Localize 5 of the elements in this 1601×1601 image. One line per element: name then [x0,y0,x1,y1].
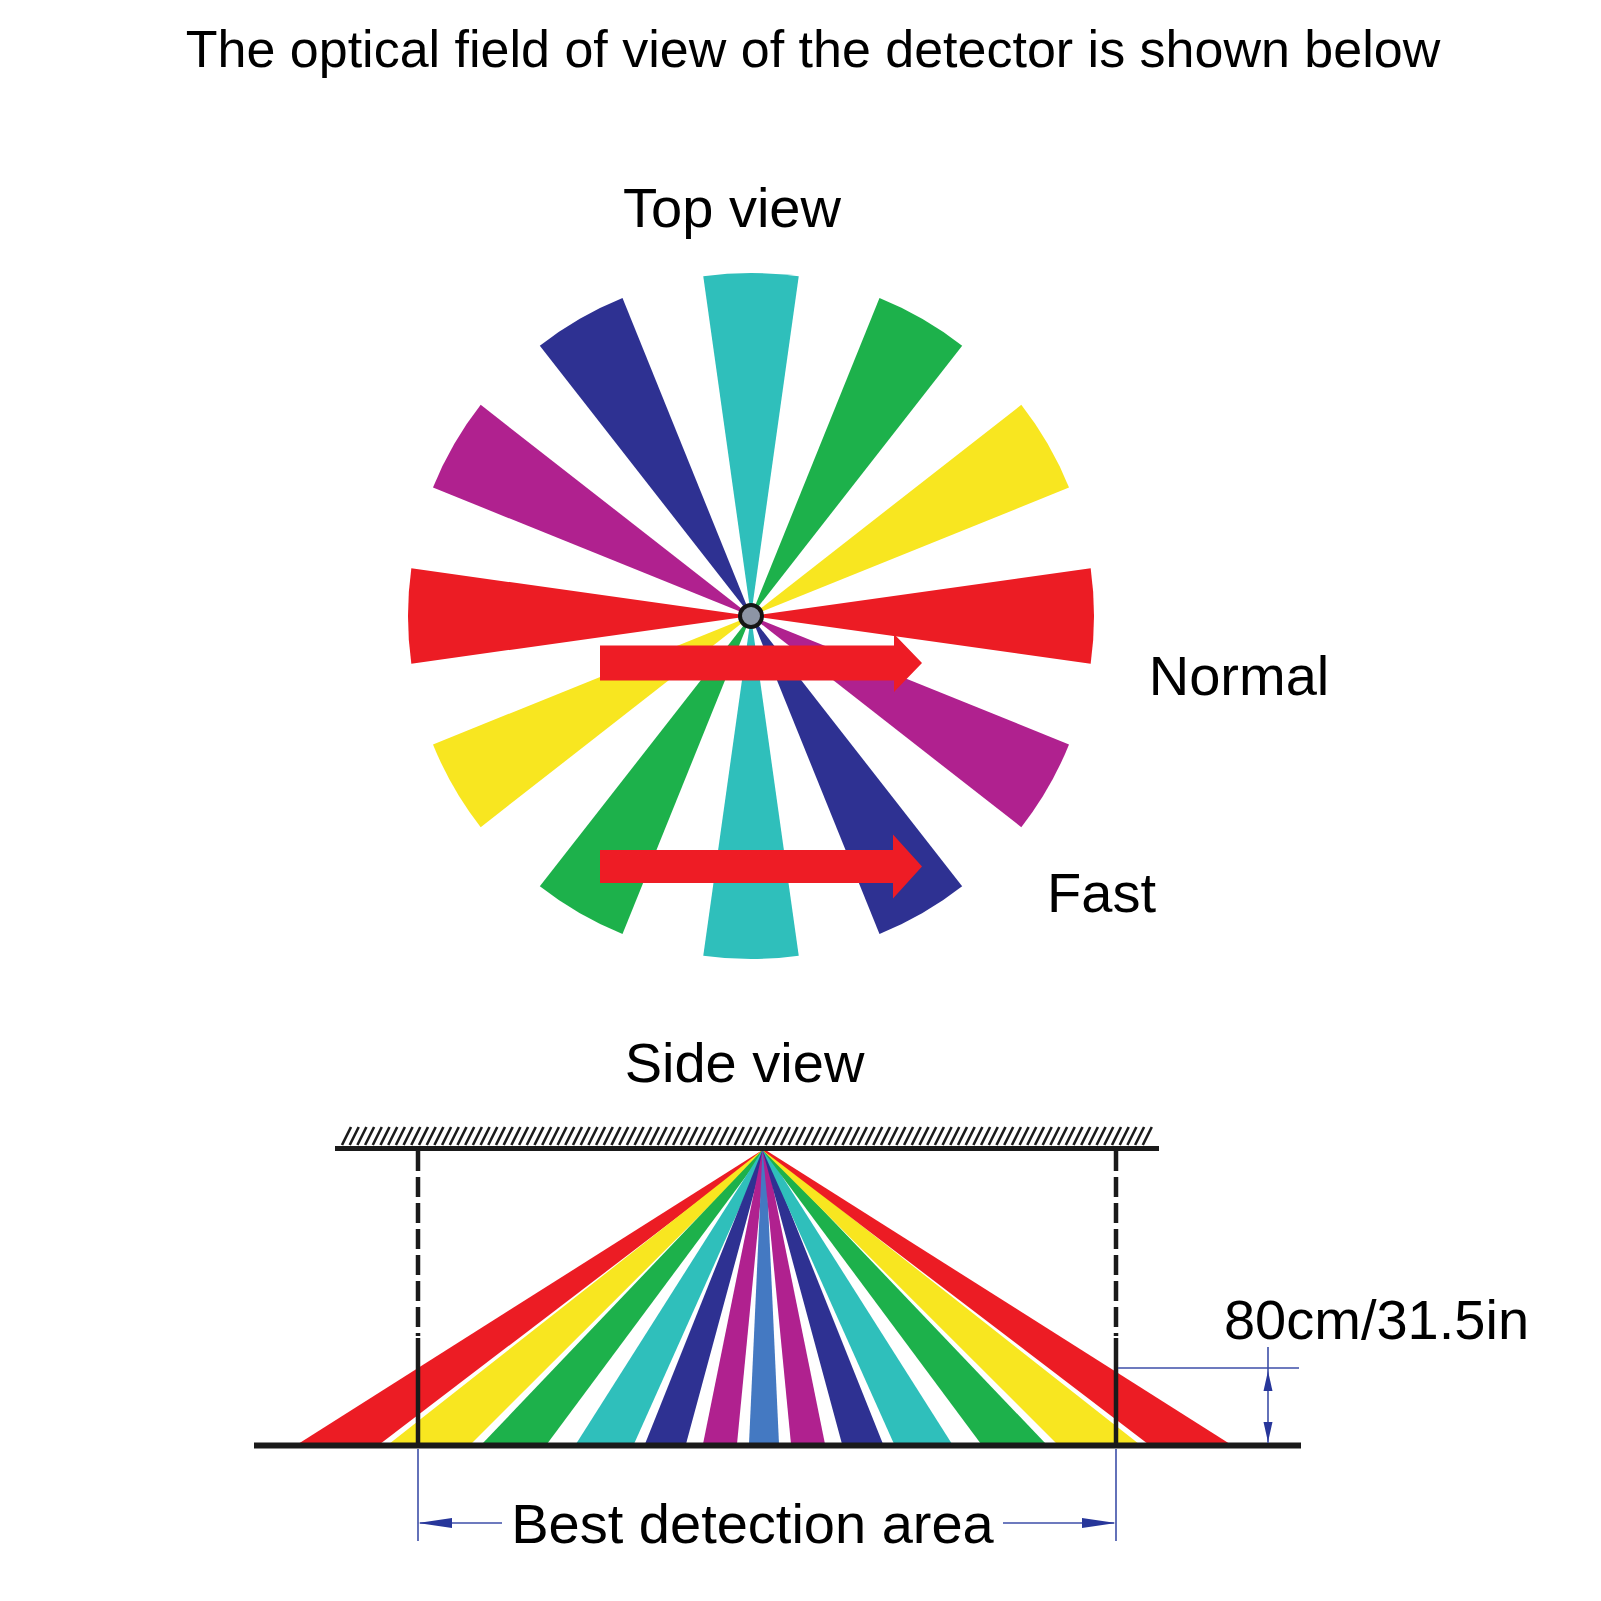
speed-label: Fast [1047,865,1156,922]
dimension-label: Best detection area [511,1496,994,1553]
dimension-label: 80cm/31.5in [1223,1291,1530,1348]
view-heading: Side view [624,1034,865,1091]
speed-label: Normal [1148,648,1330,705]
